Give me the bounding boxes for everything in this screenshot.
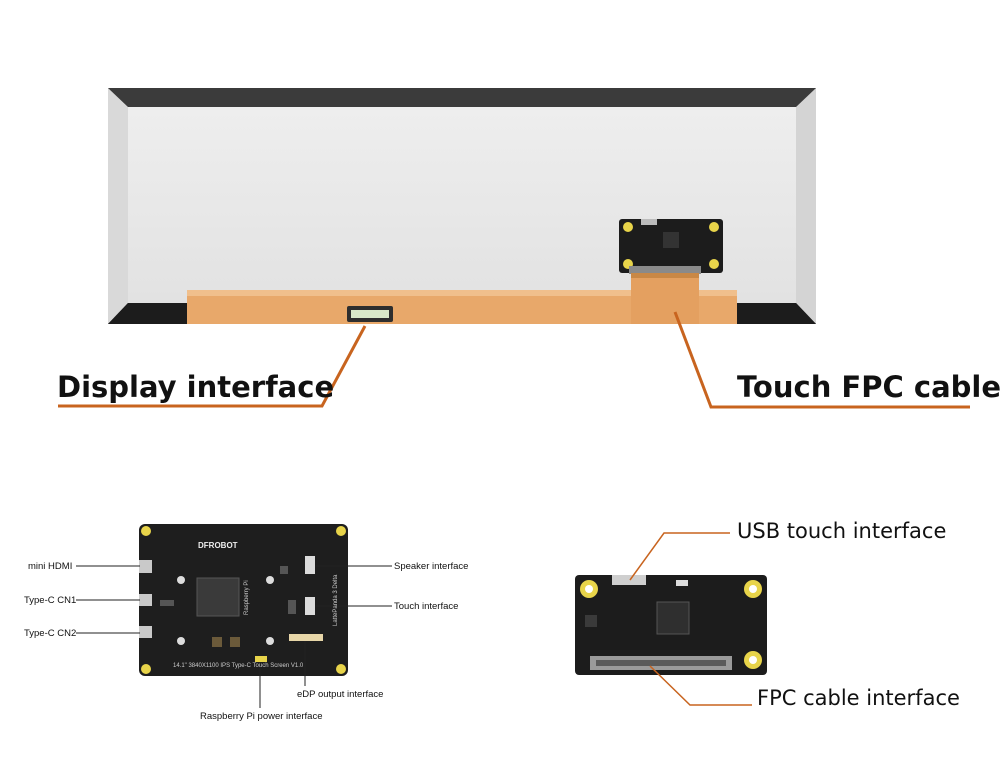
panel-touch-chip [663,232,679,248]
driver-component [230,637,240,647]
panel-bevel-top [108,88,816,107]
driver-board-hole [336,526,346,536]
driver-board [139,524,348,676]
touch-board-hole-center [749,585,757,593]
panel-touch-board-hole [623,222,633,232]
driver-board-brand: DFROBOT [198,541,238,550]
driver-board-hole [336,664,346,674]
edp-port [289,634,323,641]
rpi-power-port [255,656,267,662]
driver-component [160,600,174,606]
driver-component [288,600,296,614]
callout-line-touch-fpc [673,311,970,409]
driver-board-hole [141,664,151,674]
touch-component [676,580,688,586]
type-c-cn1-label: Type-C CN1 [24,595,77,606]
edp-output-interface-label: eDP output interface [297,689,384,700]
panel-touch-fpc-slot [629,266,701,274]
touch-interface-label: Touch interface [394,601,459,612]
display-fpc-strip-highlight [187,290,737,296]
driver-board-hole-inner [177,637,185,645]
touch-board-hole-center [585,585,593,593]
driver-board-hole-inner [266,637,274,645]
driver-board-hole [141,526,151,536]
raspberry-pi-power-interface-label: Raspberry Pi power interface [200,711,323,722]
touch-board [575,575,767,675]
type-c-cn2-port [139,626,152,638]
panel-touch-board-hole [709,259,719,269]
display-interface-label: Display interface [57,370,335,404]
touch-component [585,615,597,627]
driver-main-chip [196,577,240,617]
panel-bevel-right [796,88,816,324]
driver-board-hole-inner [266,576,274,584]
type-c-cn1-port [139,594,152,606]
touch-fpc-tab [631,273,699,324]
display-connector-pins [351,310,389,318]
panel-touch-usb [641,219,657,225]
callout-line-display [58,325,367,408]
driver-component [212,637,222,647]
display-panel [108,88,816,324]
touch-port [305,597,315,615]
touch-controller-chip [656,601,690,635]
driver-board-side-text-2: LattePanda 3 Delta [333,574,339,626]
driver-component [280,566,288,574]
touch-fpc-tab-shade [631,273,699,278]
panel-touch-board-hole [709,222,719,232]
fpc-cable-interface-label: FPC cable interface [757,686,960,710]
mini-hdmi-label: mini HDMI [28,561,73,572]
touch-board-hole-center [749,656,757,664]
driver-board-hole-inner [177,576,185,584]
touch-usb-connector [612,575,646,585]
leader-fpc-cable [649,665,752,706]
type-c-cn2-label: Type-C CN2 [24,628,77,639]
leader-usb-touch [629,532,730,581]
touch-fpc-connector-slot [596,660,726,666]
speaker-interface-label: Speaker interface [394,561,469,572]
panel-bevel-left [108,88,128,324]
usb-touch-interface-label: USB touch interface [737,519,947,543]
mini-hdmi-port [139,560,152,573]
speaker-port [305,556,315,574]
driver-board-side-text-1: Raspberry Pi [244,580,250,615]
driver-board-text: 14.1" 3840X1100 IPS Type-C Touch Screen … [173,663,304,669]
touch-fpc-cable-label: Touch FPC cable [737,370,1000,404]
